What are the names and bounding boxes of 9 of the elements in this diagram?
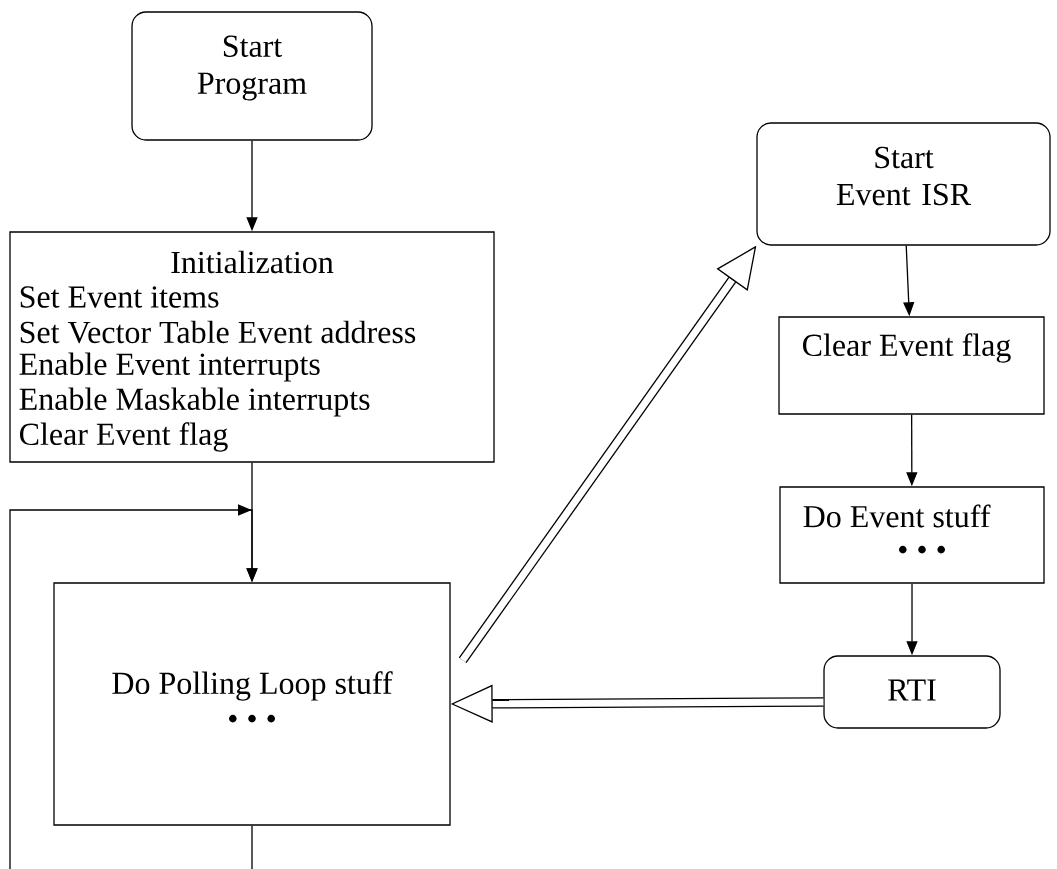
process-box: Do Event stuff • • •: [779, 486, 1045, 584]
terminal-box: RTI: [823, 655, 1001, 729]
process-box: Do Polling Loop stuff • • •: [53, 582, 451, 826]
connector-line: [251, 825, 253, 869]
terminal-box: Start Event ISR: [756, 122, 1051, 246]
process-box: Initialization Set Event items Set Vector Table Event address Enable Event interrupts Enable Maskable interrupts Clear Event flag: [9, 231, 495, 463]
terminal-box: Start Program: [131, 11, 373, 141]
arrow: [9, 504, 258, 869]
process-box: Clear Event flag: [778, 316, 1045, 415]
